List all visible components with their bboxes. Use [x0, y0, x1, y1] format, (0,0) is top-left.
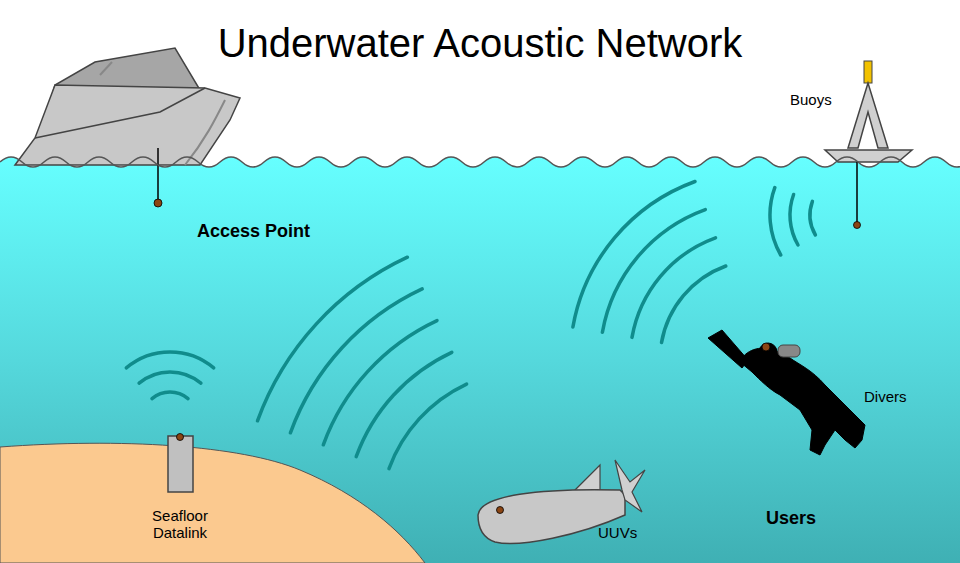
wave-arc	[139, 372, 201, 383]
wave-arc	[810, 201, 815, 235]
acoustic-waves	[126, 182, 815, 469]
part-label: Access Point	[197, 221, 310, 242]
wave-arc	[790, 195, 798, 246]
wave-arc	[770, 188, 781, 255]
part-label: Buoys	[790, 91, 832, 108]
buoy	[825, 61, 912, 229]
wave-arc	[662, 266, 726, 343]
seafloor-datalink	[168, 434, 193, 493]
wave-arc	[258, 257, 408, 421]
wave-arc	[389, 384, 467, 469]
uuv	[478, 460, 645, 543]
diagram-title: Underwater Acoustic Network	[0, 20, 960, 66]
wave-arc	[126, 352, 213, 368]
part-label: Divers	[864, 388, 907, 405]
wave-arc	[152, 392, 188, 399]
water-body	[0, 157, 960, 563]
wave-arc	[323, 321, 437, 445]
part-label: Users	[766, 508, 816, 529]
part-label: Seafloor Datalink	[130, 507, 230, 542]
water-surface	[0, 157, 960, 167]
ship	[15, 48, 240, 207]
diver	[708, 330, 865, 455]
wave-arc	[573, 182, 695, 328]
part-label: UUVs	[598, 524, 637, 541]
seabed-sand	[0, 443, 425, 563]
wave-arc	[602, 210, 705, 333]
wave-arc	[632, 238, 716, 338]
wave-arc	[290, 289, 422, 433]
